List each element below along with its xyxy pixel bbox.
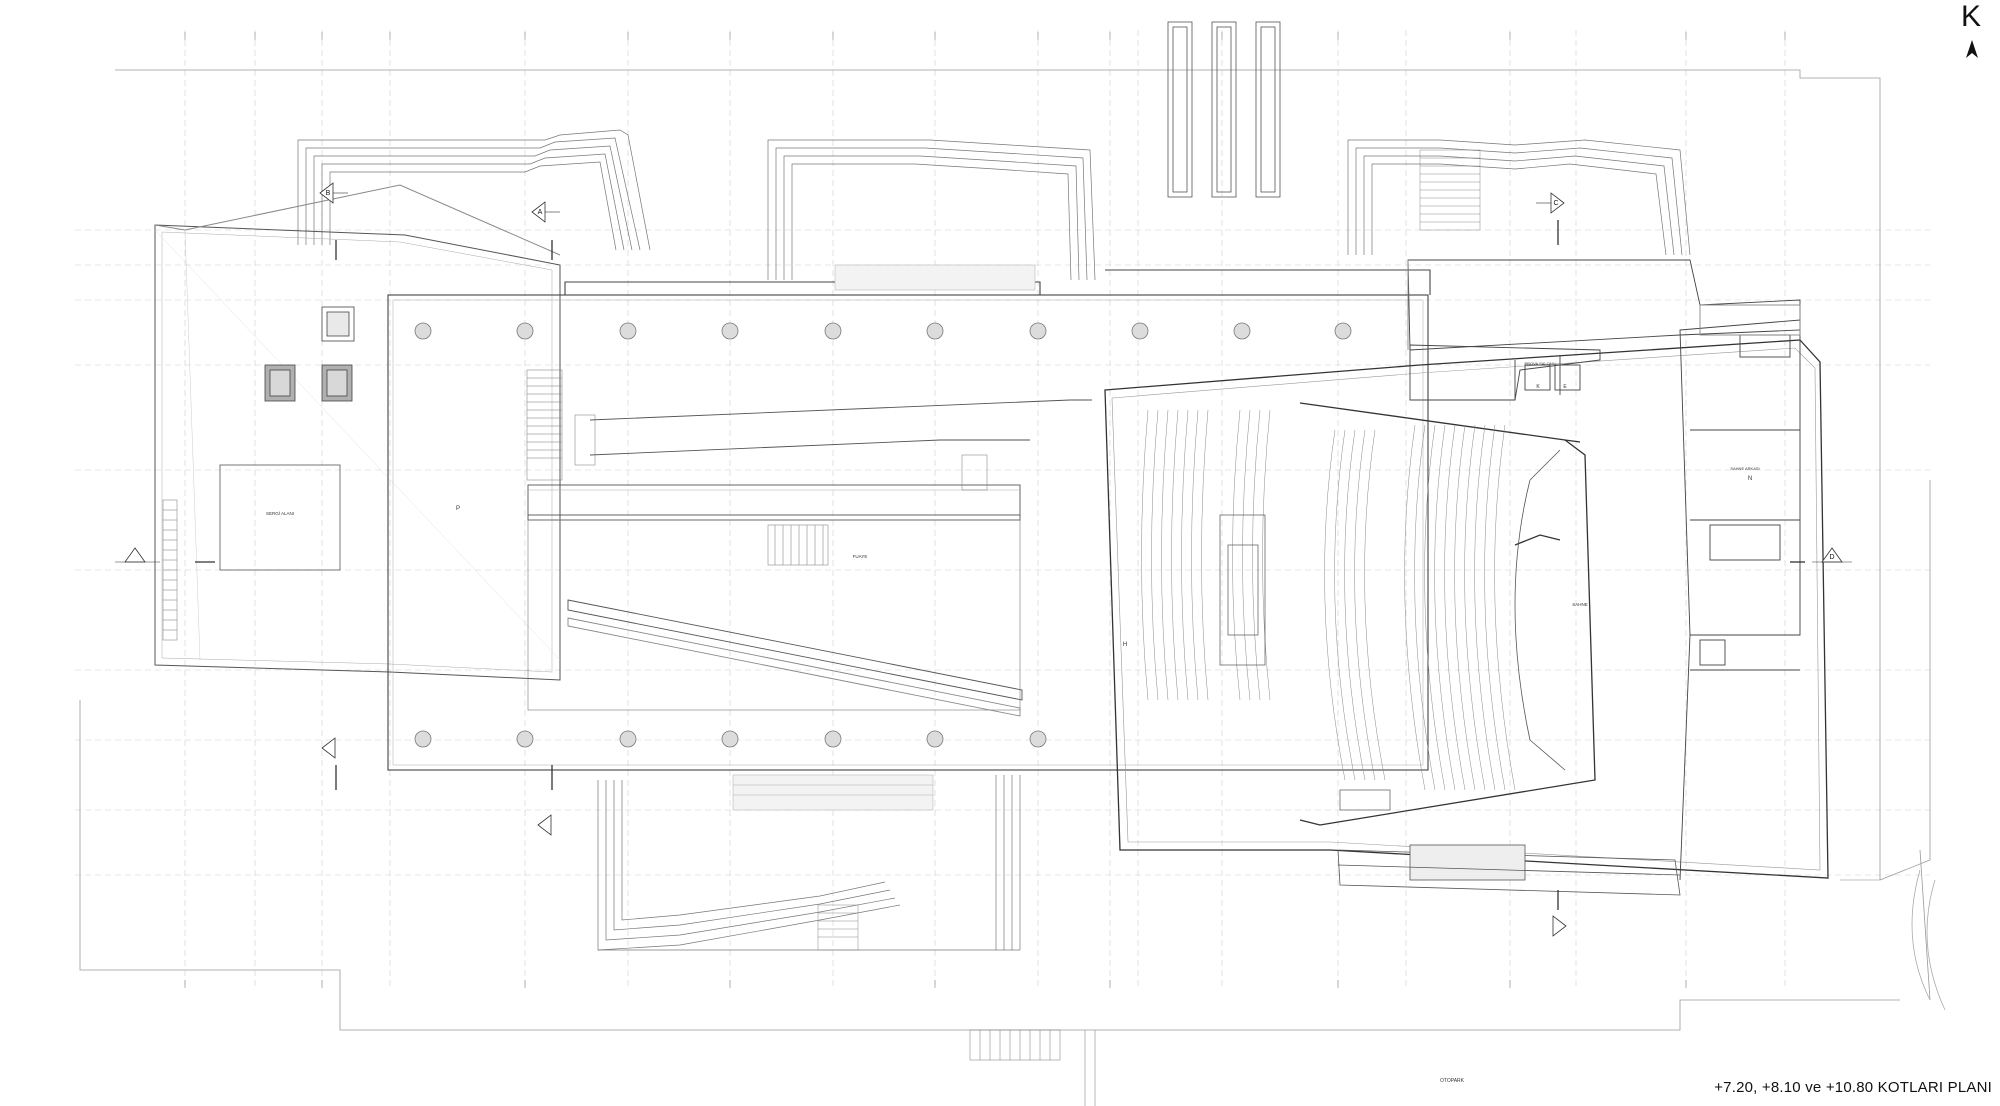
- terrace-bottom: [597, 775, 1021, 951]
- gallery-bridges: [527, 399, 1092, 717]
- auditorium-shell: [1104, 339, 1829, 879]
- section-letter-a: A: [538, 209, 543, 216]
- terrace-left: [297, 129, 651, 251]
- grid-axis-ticks: [184, 32, 1786, 988]
- section-marker-c-top: [1536, 192, 1565, 214]
- section-marker-d-right: [1812, 547, 1852, 563]
- column-row-bottom: [414, 730, 1047, 748]
- section-cut-lines: [195, 220, 1805, 910]
- grid-lines: [75, 30, 1930, 990]
- stair-central: [526, 369, 988, 566]
- left-wing: [154, 184, 561, 681]
- room-label-foyer: FUAYE: [853, 554, 868, 559]
- section-marker-b-top: [319, 182, 348, 204]
- auditorium-seating: [1141, 409, 1516, 791]
- north-label: K: [1961, 0, 1982, 33]
- section-letter-d: D: [1829, 554, 1834, 561]
- stage-outline: [1514, 449, 1566, 771]
- south-strip: [1337, 844, 1681, 896]
- hatched-bands: [732, 264, 1036, 811]
- stair-left-edge: [162, 499, 178, 641]
- terrace-right: [1347, 139, 1691, 256]
- section-letter-b: B: [326, 190, 331, 197]
- room-label-stage: SAHNE: [1572, 602, 1588, 607]
- section-marker-b-bottom: [321, 737, 336, 759]
- section-marker-a-bottom: [537, 814, 552, 836]
- central-block: [387, 269, 1431, 771]
- site-boundary: [79, 69, 1931, 1031]
- shaft-boxes: [264, 306, 355, 402]
- section-marker-a-top: [531, 201, 560, 223]
- exhibition-room: [219, 464, 341, 571]
- room-label-rehearsal: PROVA SALONU: [1524, 361, 1555, 366]
- service-letter-e1: E: [1563, 384, 1567, 390]
- room-label-parking: OTOPARK: [1440, 1078, 1465, 1084]
- section-marker-c-bottom: [1552, 915, 1567, 937]
- north-arrow-icon: [1966, 40, 1978, 58]
- room-label-exhibition: SERGİ ALANI: [266, 510, 294, 516]
- terrace-middle: [767, 139, 1096, 281]
- backstage-rooms: [1409, 319, 1801, 881]
- parking-stair: [969, 1029, 1096, 1106]
- skylight-slots: [1167, 21, 1281, 198]
- auditorium-boxes: [1219, 514, 1391, 811]
- service-letter-n1: N: [1748, 476, 1752, 482]
- plan-title: +7.20, +8.10 ve +10.80 KOTLARI PLANI: [1714, 1079, 1992, 1096]
- section-marker-d-left: [115, 547, 160, 563]
- column-row-top: [414, 322, 1352, 340]
- section-letter-c: C: [1553, 200, 1558, 207]
- service-letter-h1: H: [1123, 642, 1127, 648]
- stair-top-right: [1419, 149, 1481, 231]
- service-letter-p1: P: [456, 506, 460, 512]
- stair-bottom-center: [817, 904, 859, 951]
- north-annex: [1407, 259, 1801, 351]
- room-label-backstage: SAHNE ARKASI: [1730, 466, 1759, 471]
- road-curve: [1840, 869, 1946, 1011]
- service-letter-k1: K: [1536, 384, 1540, 390]
